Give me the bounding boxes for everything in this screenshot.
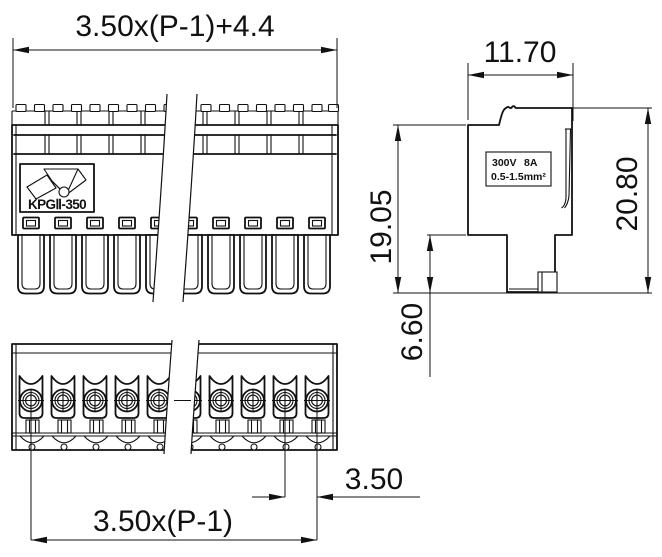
product-code-label: KPGⅡ-350 [28, 197, 86, 212]
dim-side-height-overall: 20.80 [572, 107, 652, 293]
dim-pitch: 3.50 [252, 401, 420, 540]
rating-current-label: 8A [524, 157, 538, 169]
side-view: 300V 8A 0.5-1.5mm² [393, 105, 652, 294]
pitch-span-label: 3.50x(P-1) [93, 505, 233, 538]
dim-pin-length: 6.60 [396, 234, 466, 377]
rating-voltage-label: 300V [492, 157, 517, 169]
front-view: KPGⅡ-350 [11, 93, 340, 303]
side-height-body-label: 19.05 [365, 189, 398, 264]
dim-side-height-body: 19.05 [365, 124, 466, 293]
side-latch [561, 128, 572, 209]
pin-length-label: 6.60 [396, 303, 429, 361]
side-body-outline [467, 105, 573, 293]
rating-label: 300V 8A 0.5-1.5mm² [485, 151, 552, 187]
side-height-overall-label: 20.80 [611, 156, 644, 231]
pitch-label: 3.50 [345, 463, 403, 496]
front-overall-width-label: 3.50x(P-1)+4.4 [75, 10, 274, 43]
front-break [152, 93, 198, 303]
brand-logo-icon [26, 168, 87, 200]
bottom-view [11, 339, 338, 455]
dim-pitch-span: 3.50x(P-1) [30, 401, 317, 544]
rating-wire-range-label: 0.5-1.5mm² [491, 171, 546, 183]
dim-front-overall-width: 3.50x(P-1)+4.4 [12, 10, 338, 108]
side-width-label: 11.70 [484, 36, 557, 69]
dim-side-width: 11.70 [467, 36, 574, 121]
logo-box: KPGⅡ-350 [19, 163, 95, 213]
bottom-break [163, 339, 200, 455]
side-pin [509, 271, 558, 293]
